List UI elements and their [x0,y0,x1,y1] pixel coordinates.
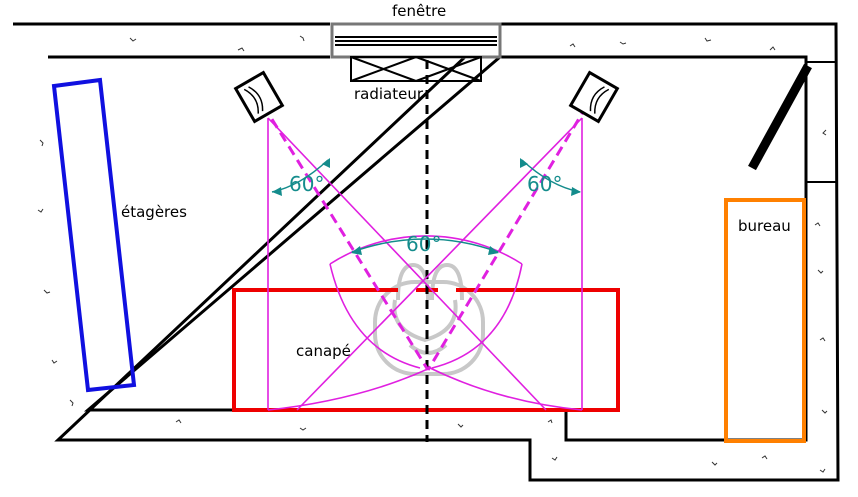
center-angle-label: 60° [406,232,442,256]
left-angle-label: 60° [289,172,325,196]
radiator-label: radiateur [354,85,424,103]
radiator [350,56,482,82]
shelves-label: étagères [121,203,187,221]
angle-arrowheads [272,158,581,255]
right-angle-label: 60° [527,172,563,196]
speaker-axes [253,91,597,371]
window-label: fenêtre [392,2,447,20]
shelves [51,77,137,393]
desk-label: bureau [738,217,791,235]
desk [724,198,806,443]
window [330,22,502,59]
door-recess [806,61,836,183]
right-speaker [568,70,620,124]
inner-wall [48,55,808,442]
outer-wall [13,22,840,482]
wall-hatching [37,35,828,473]
sofa-label: canapé [296,342,351,360]
speaker-lines [267,117,583,411]
listener-figure [373,262,485,376]
left-speaker [233,70,285,124]
door-leaf [748,63,812,171]
